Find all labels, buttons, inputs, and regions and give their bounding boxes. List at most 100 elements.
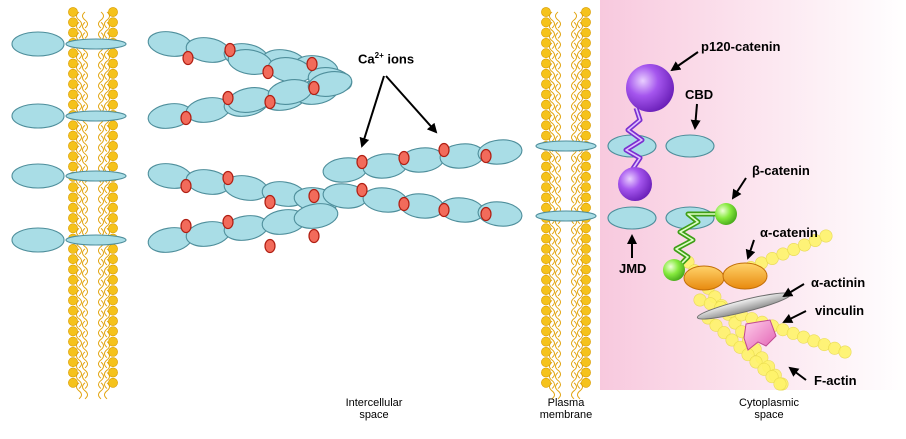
lipid-head [108,120,118,131]
calcium-ion [180,218,192,234]
lipid-head [108,27,118,38]
lipid-head [541,326,551,337]
lipid-head [541,285,551,295]
lipid-head [581,58,591,69]
lipid-tail [98,300,104,317]
lipid-head [541,377,551,388]
lipid-tail [82,186,88,204]
lipid-head [68,17,78,28]
lipid-tail [571,361,577,379]
lipid-head [68,326,78,337]
lipid-head [581,254,591,265]
lipid-head [108,202,118,213]
lipid-head [541,223,551,234]
cadherin-domain-outer [11,103,65,129]
calcium-ion [398,196,410,212]
lipid-tail [82,197,88,214]
lipid-tail [98,207,104,225]
lipid-head [541,48,551,59]
alpha-catenin-label: α-catenin [760,225,818,240]
lipid-head [541,7,551,17]
lipid-tail [82,52,88,70]
calcium-ion [438,202,450,218]
lipid-tail [98,320,104,338]
lipid-head [541,182,551,192]
lipid-tail [555,21,561,39]
actin-bead [819,229,833,243]
lipid-head [581,79,591,89]
lipid-tail [82,320,88,338]
lipid-tail [555,351,561,369]
lipid-head [581,7,591,17]
beta-catenin-label: β-catenin [752,163,810,178]
lipid-head [581,264,591,275]
lipid-head [581,316,591,326]
arrow-ca-right [385,75,438,134]
lipid-tail [571,341,577,358]
lipid-head [108,264,118,275]
lipid-tail [98,145,104,163]
lipid-tail [555,289,561,307]
lipid-head [108,295,118,306]
lipid-tail [82,94,88,111]
lipid-head [541,79,551,89]
lipid-tail [555,258,561,276]
lipid-head [581,48,591,59]
lipid-tail [571,42,577,60]
lipid-head [541,274,551,285]
lipid-tail [555,52,561,70]
calcium-ion [182,50,194,66]
lipid-tail [571,83,577,101]
lipid-head [581,110,591,120]
arrow-alpha-catenin [745,239,756,260]
lipid-head [68,68,78,79]
lipid-head [541,357,551,368]
lipid-tail [571,21,577,39]
lipid-head [541,367,551,378]
lipid-head [108,254,118,265]
cadherin-domain-outer [11,163,65,189]
lipid-tail [82,341,88,358]
lipid-head [108,130,118,141]
lipid-tail [98,94,104,111]
calcium-ion [438,142,450,158]
lipid-tail [571,32,577,49]
calcium-ion [222,90,234,106]
lipid-tail [555,42,561,60]
lipid-tail [571,238,577,255]
cadherin-transmembrane [535,140,597,152]
lipid-head [68,99,78,110]
lipid-head [541,305,551,316]
lipid-head [108,182,118,192]
lipid-head [541,58,551,69]
lipid-head [541,264,551,275]
arrow-beta [731,177,747,200]
lipid-tail [82,207,88,225]
lipid-tail [82,124,88,142]
lipid-tail [571,289,577,307]
lipid-head [541,316,551,326]
lipid-tail [555,124,561,142]
lipid-head [108,151,118,162]
plasma-line-1: Plasma [547,397,585,409]
lipid-tail [571,124,577,142]
lipid-head [68,130,78,141]
lipid-head [68,27,78,38]
lipid-tail [571,248,577,266]
lipid-head [541,99,551,110]
cadherin-domain [293,203,339,229]
arrow-alpha-actinin [782,283,805,298]
calcium-ion [224,42,236,58]
alpha-actinin-label: α-actinin [811,275,866,290]
lipid-tail [82,145,88,163]
lipid-head [581,295,591,306]
lipid-head [68,243,78,254]
lipid-head [68,295,78,306]
f-actin-label: F-actin [814,373,857,388]
alpha-catenin-domain-2 [722,262,768,290]
lipid-head [108,305,118,316]
lipid-tail [98,330,104,348]
lipid-tail [98,361,104,379]
